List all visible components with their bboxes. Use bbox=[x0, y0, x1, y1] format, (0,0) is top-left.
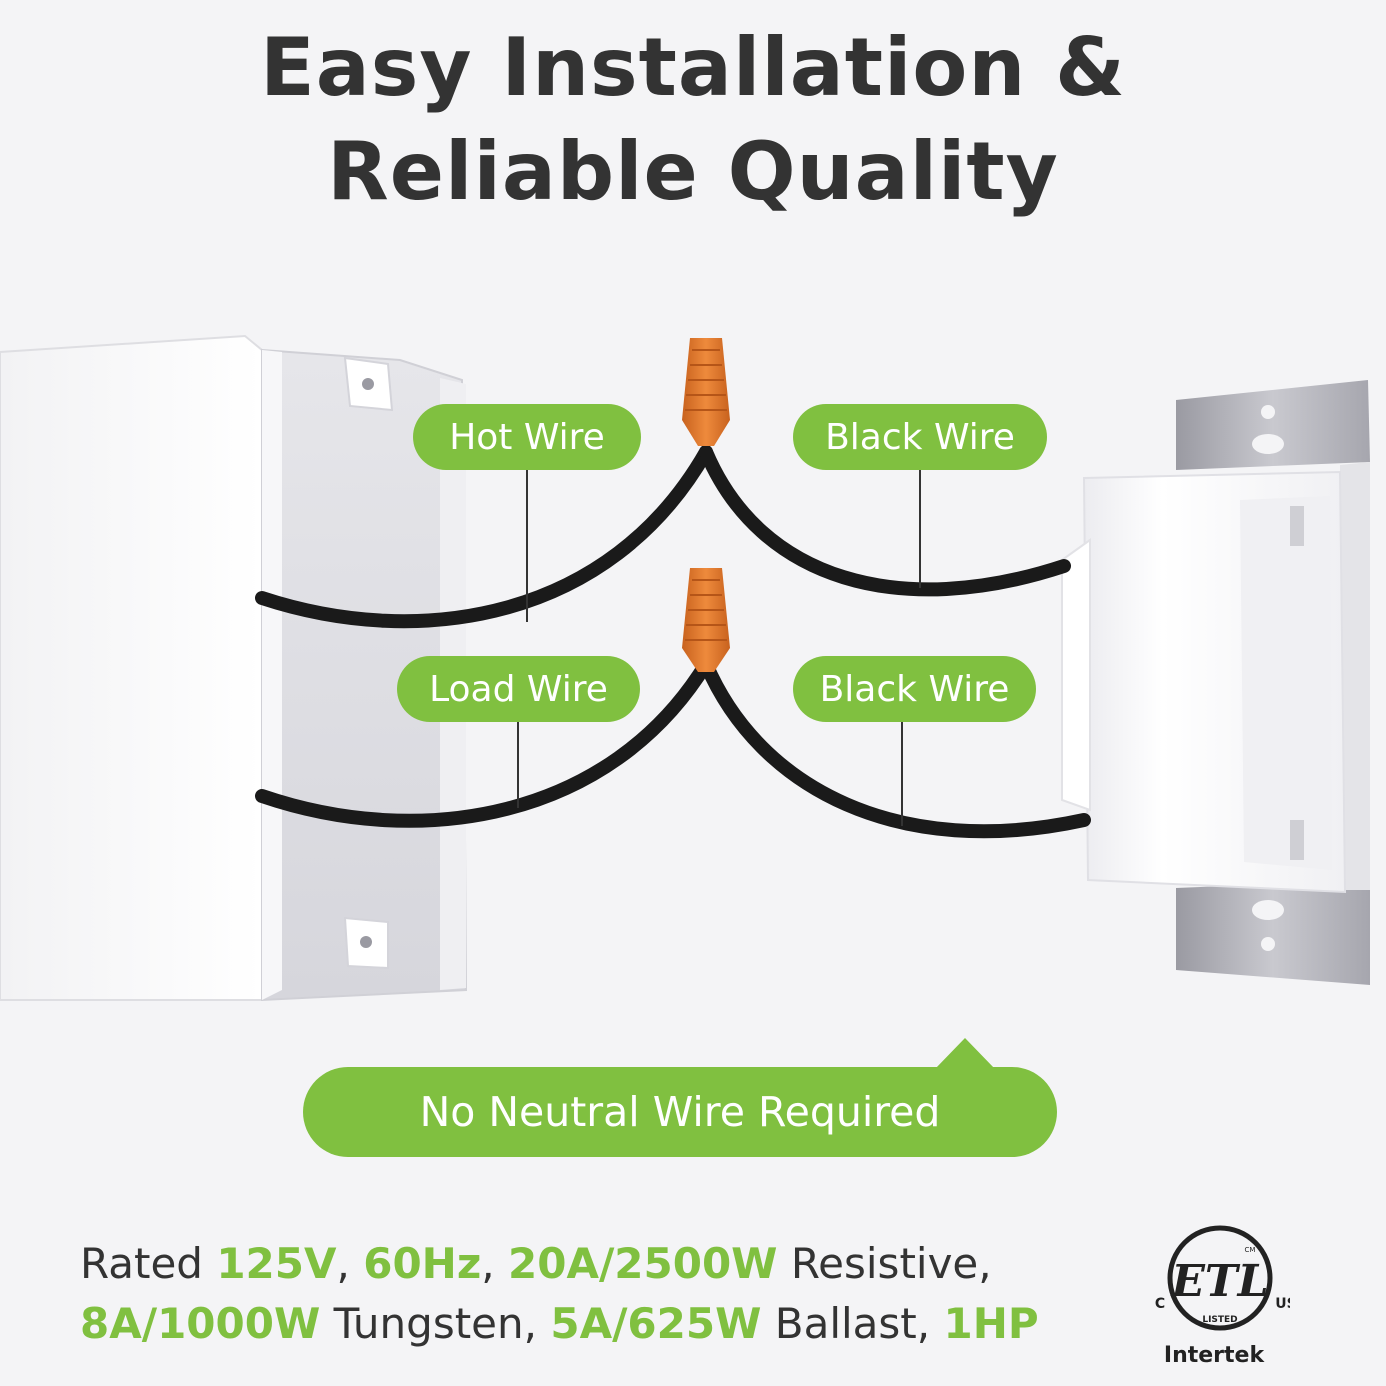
page-title: Easy Installation & Reliable Quality bbox=[0, 16, 1386, 224]
label-load-wire: Load Wire bbox=[397, 656, 640, 722]
ratings-line-2: 8A/1000W Tungsten, 5A/625W Ballast, 1HP bbox=[80, 1294, 1140, 1354]
listed-text: LISTED bbox=[1202, 1315, 1237, 1325]
cm-text: CM bbox=[1245, 1246, 1256, 1254]
title-line-1: Easy Installation & bbox=[260, 21, 1126, 114]
resistive-label: Resistive, bbox=[790, 1239, 992, 1288]
voltage-value: 125V bbox=[216, 1239, 337, 1288]
ratings-line-1: Rated 125V, 60Hz, 20A/2500W Resistive, bbox=[80, 1234, 1140, 1294]
ballast-value: 5A/625W bbox=[550, 1299, 762, 1348]
ballast-label: Ballast, bbox=[774, 1299, 931, 1348]
label-hot-wire: Hot Wire bbox=[413, 404, 641, 470]
wall-switch bbox=[1061, 380, 1370, 985]
hp-value: 1HP bbox=[943, 1299, 1039, 1348]
etl-mark-text: ETL bbox=[1169, 1256, 1268, 1307]
rated-label: Rated bbox=[80, 1239, 203, 1288]
black-wire-bottom bbox=[699, 657, 1091, 839]
title-line-2: Reliable Quality bbox=[327, 125, 1059, 218]
label-black-wire-bottom: Black Wire bbox=[793, 656, 1036, 722]
separator: , bbox=[336, 1239, 350, 1288]
separator: , bbox=[481, 1239, 495, 1288]
us-text: US bbox=[1275, 1296, 1290, 1312]
load-wire bbox=[255, 657, 713, 828]
label-leaders bbox=[517, 470, 921, 826]
c-text: C bbox=[1155, 1296, 1165, 1312]
no-neutral-banner: No Neutral Wire Required bbox=[303, 1067, 1057, 1157]
label-black-wire-top: Black Wire bbox=[793, 404, 1047, 470]
wires bbox=[255, 445, 1091, 839]
electrical-box bbox=[0, 334, 468, 1002]
wire-connector-bottom bbox=[682, 568, 730, 672]
tungsten-label: Tungsten, bbox=[333, 1299, 537, 1348]
tungsten-value: 8A/1000W bbox=[80, 1299, 321, 1348]
ratings-text: Rated 125V, 60Hz, 20A/2500W Resistive, 8… bbox=[80, 1234, 1140, 1354]
etl-listed-logo: ETL CM LISTED C US Intertek bbox=[1155, 1225, 1290, 1368]
resistive-value: 20A/2500W bbox=[508, 1239, 778, 1288]
black-wire-top bbox=[699, 445, 1071, 597]
intertek-text: Intertek bbox=[1164, 1343, 1266, 1368]
hot-wire bbox=[255, 445, 713, 629]
frequency-value: 60Hz bbox=[363, 1239, 482, 1288]
banner-pointer bbox=[935, 1038, 995, 1069]
wire-connector-top bbox=[682, 338, 730, 446]
